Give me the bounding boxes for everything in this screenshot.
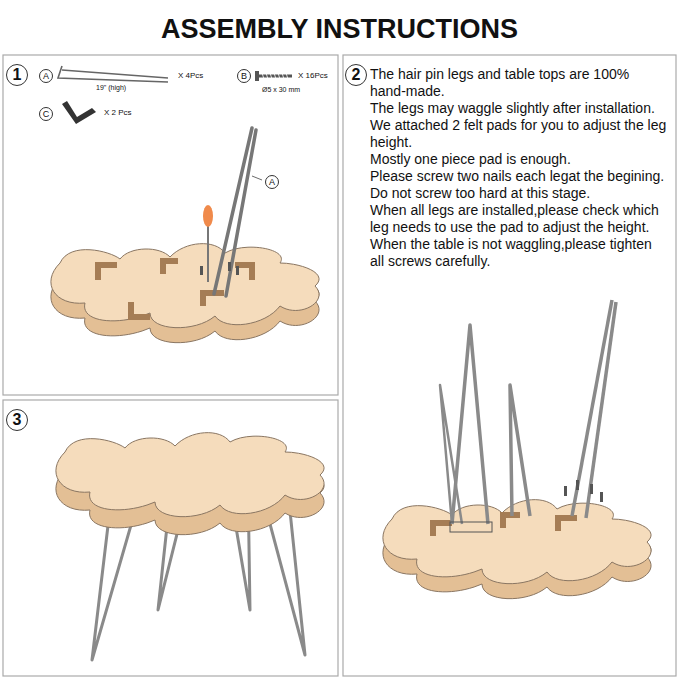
callout-number: B — [241, 72, 247, 81]
panel-border — [3, 55, 338, 395]
callout-number: A — [43, 72, 49, 81]
leg-plate — [450, 522, 492, 532]
callout-number: 1 — [13, 67, 22, 83]
part-label: Ø5 x 30 mm — [262, 86, 300, 94]
title: ASSEMBLY INSTRUCTIONS — [161, 14, 518, 45]
instruction-line: We attached 2 felt pads for you to adjus… — [370, 117, 668, 151]
screwdriver — [203, 205, 213, 282]
panel-border — [3, 400, 338, 676]
callout-circle: 2 — [345, 64, 367, 86]
part-label: X 2 Pcs — [104, 108, 132, 117]
screws — [200, 262, 239, 275]
bracket — [95, 258, 255, 320]
instruction-line: Mostly one piece pad is enough. — [370, 151, 668, 168]
callout-circle: A — [39, 69, 53, 83]
screws — [564, 480, 603, 502]
bracket-part — [62, 101, 96, 124]
instruction-line: When the table is not waggling,please ti… — [370, 236, 668, 270]
callout-number: C — [43, 110, 50, 119]
instruction-line: When all legs are installed,please check… — [370, 202, 668, 236]
callout-circle: B — [237, 69, 251, 83]
hairpin-leg — [214, 128, 256, 296]
callout-number: 3 — [13, 412, 22, 428]
hairpin-leg — [440, 300, 616, 524]
callout-circle: A — [265, 175, 279, 189]
instruction-line: Do not screw too hard at this stage. — [370, 185, 668, 202]
part-label: X 4Pcs — [178, 71, 203, 80]
callout-number: 2 — [352, 67, 361, 83]
leader-line — [252, 176, 262, 180]
instruction-line: The legs may waggle slightly after insta… — [370, 100, 668, 117]
instruction-line: The hair pin legs and table tops are 100… — [370, 66, 668, 100]
callout-circle: 1 — [6, 64, 28, 86]
instruction-text: The hair pin legs and table tops are 100… — [370, 66, 668, 270]
instruction-line: Please screw two nails each legat the be… — [370, 168, 668, 185]
part-label: X 16Pcs — [298, 71, 328, 80]
part-label: 19" (high) — [96, 84, 126, 92]
panel-border — [343, 55, 676, 676]
callout-circle: 3 — [6, 409, 28, 431]
callout-circle: C — [39, 107, 53, 121]
callout-number: A — [269, 178, 275, 187]
screw-part — [255, 71, 292, 81]
hairpin-leg-part — [58, 66, 168, 82]
